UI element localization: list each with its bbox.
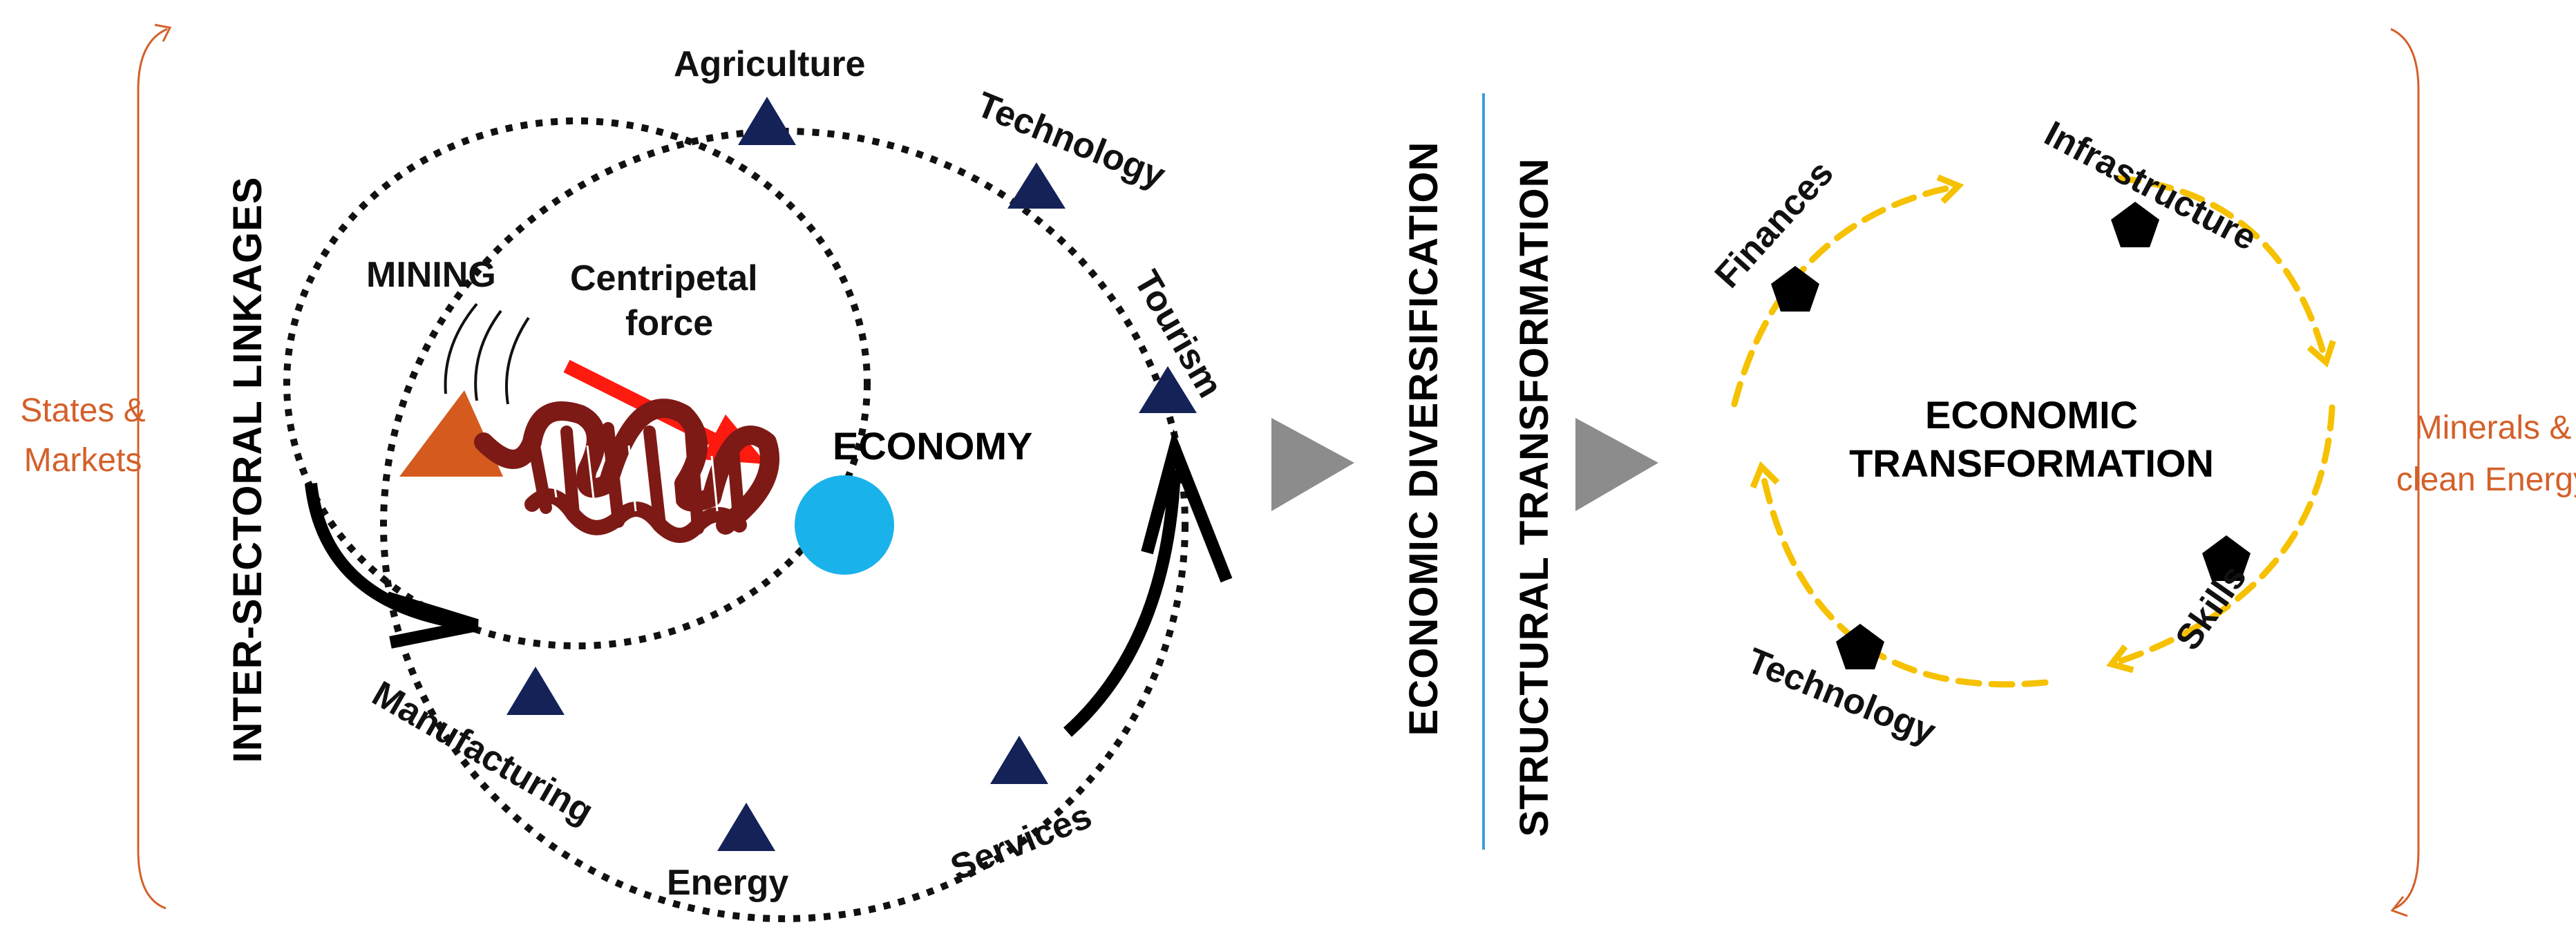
economic-transformation-line1: ECONOMIC [1925, 393, 2138, 437]
cycle-arc-skills [2106, 404, 2336, 674]
left-bracket: States & Markets [20, 23, 172, 910]
inter-sectoral-linkages-label: INTER-SECTORAL LINKAGES [225, 176, 270, 763]
motion-lines [444, 303, 530, 405]
economy-circle [795, 475, 894, 575]
structural-transformation-label: STRUCTURAL TRANSFORMATION [1512, 158, 1557, 837]
mining-label: MINING [366, 255, 496, 295]
mining-triangle [399, 390, 503, 477]
right-bracket-line [2390, 28, 2420, 910]
sector-label-agriculture: Agriculture [674, 44, 865, 84]
left-linkage-arrow [305, 483, 479, 649]
tourism-triangle [1139, 366, 1197, 413]
right-bracket-arrowhead [2390, 896, 2408, 917]
sector-label-services: Services [945, 796, 1097, 888]
right-bracket-label-line2: clean Energy [2396, 461, 2576, 498]
right-bracket: Minerals & clean Energy [2390, 28, 2576, 917]
centripetal-force-label-line2: force [625, 303, 713, 343]
economic-diversification-label: ECONOMIC DIVERSIFICATION [1401, 142, 1446, 736]
sector-label-manufacturing: Manufacturing [366, 674, 600, 832]
left-bracket-arrowhead [154, 23, 172, 42]
sector-orbit [380, 128, 1188, 922]
technology-triangle [1007, 162, 1066, 209]
cycle-arc-finances [1731, 174, 1964, 408]
right-bracket-label-line1: Minerals & [2415, 410, 2572, 446]
services-triangle [990, 736, 1048, 784]
skills-pentagon [2202, 535, 2251, 581]
finances-pentagon [1771, 266, 1819, 312]
stage-arrow-2 [1575, 418, 1658, 511]
sector-label-energy: Energy [667, 863, 788, 903]
cycle-arc-technology [1750, 461, 2049, 688]
sector-label-technology: Technology [972, 84, 1171, 196]
technology-pentagon [1836, 624, 1884, 669]
left-bracket-label-line1: States & [20, 392, 145, 429]
transformation-label-technology: Technology [1742, 640, 1942, 752]
agriculture-triangle [738, 97, 796, 145]
economic-transformation-line2: TRANSFORMATION [1849, 441, 2214, 485]
economy-label: ECONOMY [833, 424, 1032, 468]
left-bracket-label-line2: Markets [24, 442, 142, 479]
transformation-label-skills: Skills [2168, 557, 2254, 658]
manufacturing-triangle [506, 667, 565, 715]
mining-orbit [283, 117, 871, 649]
energy-triangle [717, 803, 775, 851]
infrastructure-pentagon [2111, 202, 2159, 247]
right-linkage-arrow [1063, 429, 1233, 737]
transformation-label-finances: Finances [1707, 153, 1841, 296]
stage-arrow-1 [1271, 418, 1354, 511]
spring-highlights [548, 445, 719, 512]
cycle-arc-infrastructure [2114, 175, 2336, 368]
left-bracket-line [137, 28, 168, 910]
centripetal-force-label-line1: Centripetal [570, 258, 758, 298]
